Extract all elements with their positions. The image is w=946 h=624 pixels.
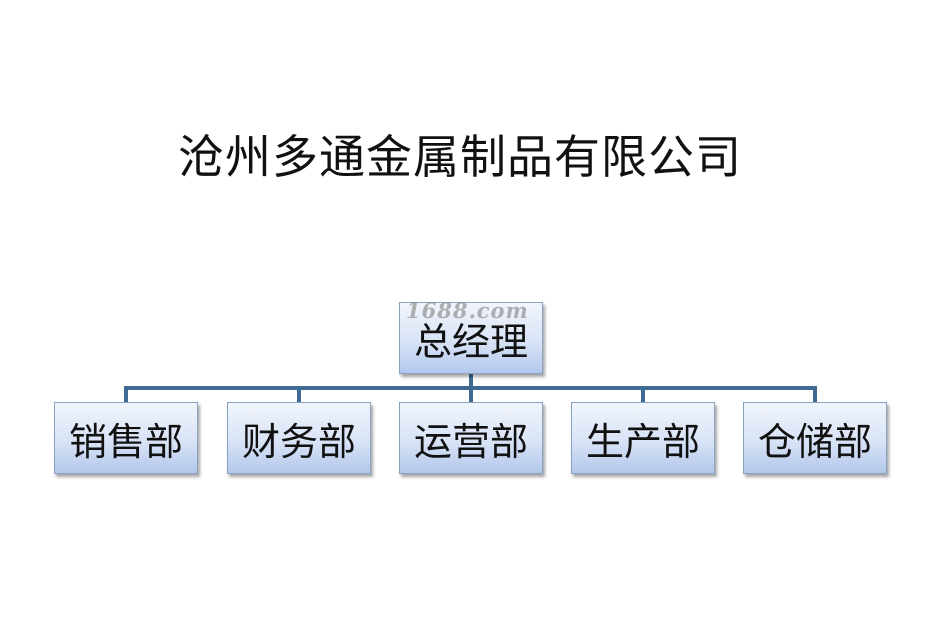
node-warehouse-department: 仓储部 bbox=[743, 402, 887, 474]
node-finance-department: 财务部 bbox=[227, 402, 371, 474]
company-title: 沧州多通金属制品有限公司 bbox=[178, 130, 742, 184]
node-production-department-label: 生产部 bbox=[585, 419, 700, 464]
node-sales-department: 销售部 bbox=[54, 402, 198, 474]
node-finance-department-label: 财务部 bbox=[241, 419, 356, 464]
node-warehouse-department-label: 仓储部 bbox=[757, 419, 872, 464]
node-production-department: 生产部 bbox=[571, 402, 715, 474]
node-general-manager: 总经理 bbox=[399, 302, 543, 374]
node-general-manager-label: 总经理 bbox=[413, 319, 528, 364]
node-operations-department: 运营部 bbox=[399, 402, 543, 474]
node-operations-department-label: 运营部 bbox=[413, 419, 528, 464]
node-sales-department-label: 销售部 bbox=[68, 419, 183, 464]
